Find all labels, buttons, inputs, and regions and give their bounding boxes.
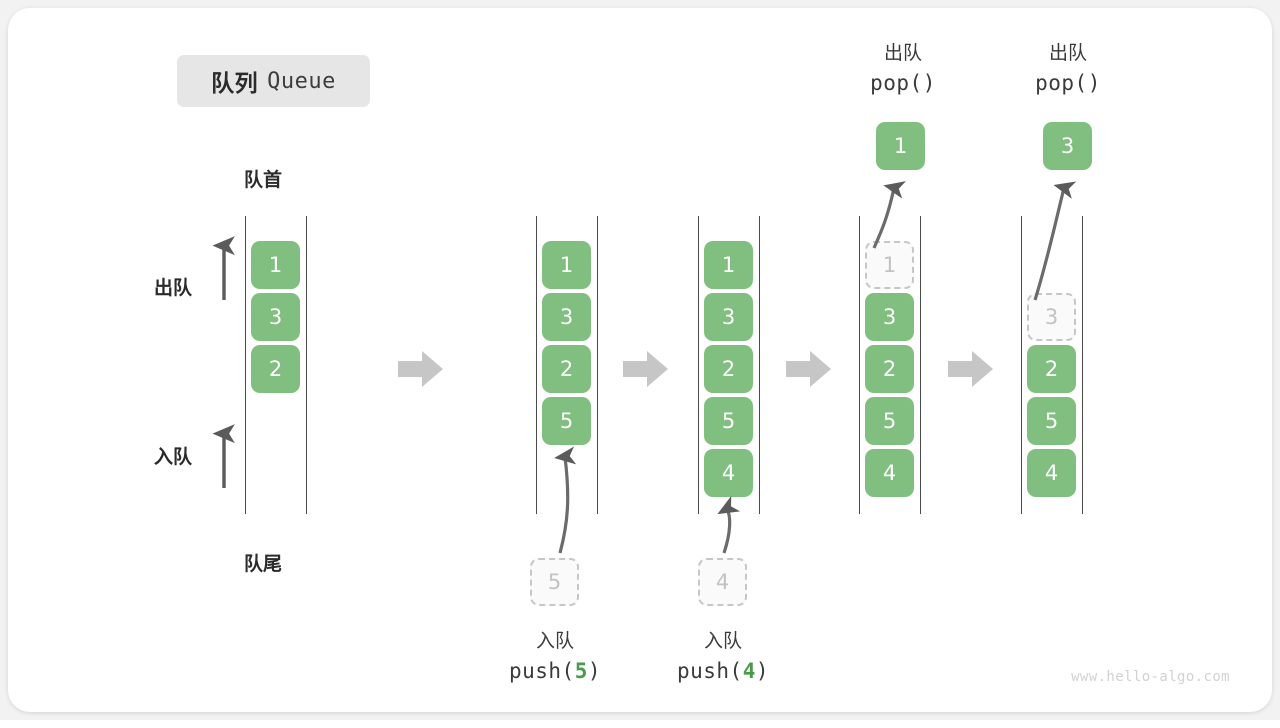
queue-cell: 5	[1027, 397, 1076, 445]
queue-cell: 1	[704, 241, 753, 289]
queue-head-label: 队首	[244, 169, 283, 191]
operation-fn: push(	[676, 658, 743, 683]
title-english: Queue	[267, 68, 336, 94]
title-chinese: 队列	[211, 71, 259, 97]
queue-channel-push-5: 1 3 2 5	[536, 216, 598, 514]
queue-cell-new: 5	[542, 397, 591, 445]
operation-label-pop-3: 出队 pop()	[978, 40, 1158, 98]
operation-fn-close: )	[587, 658, 602, 683]
dequeue-direction-label: 出队	[154, 277, 193, 299]
operation-code: push(5)	[445, 656, 665, 686]
operation-name: 入队	[703, 630, 742, 652]
channel-rail-left	[245, 216, 246, 514]
channel-rail-right	[306, 216, 307, 514]
queue-cell: 4	[1027, 449, 1076, 497]
channel-rail-right	[1082, 216, 1083, 514]
queue-cell: 2	[704, 345, 753, 393]
popped-value-cell: 3	[1043, 122, 1092, 170]
operation-fn-close: )	[1087, 70, 1101, 95]
operation-code: pop()	[813, 68, 993, 98]
operation-arg: 5	[574, 658, 588, 683]
queue-cell: 2	[542, 345, 591, 393]
operation-name: 出队	[1048, 42, 1087, 64]
push-flow-arrow-4	[717, 495, 741, 554]
operation-name: 出队	[883, 42, 922, 64]
channel-rail-right	[759, 216, 760, 514]
queue-channel-pop-1: 1 3 2 5 4	[859, 216, 921, 514]
queue-cell: 1	[251, 241, 300, 289]
queue-cell: 3	[542, 293, 591, 341]
channel-rail-left	[536, 216, 537, 514]
operation-label-pop-1: 出队 pop()	[813, 40, 993, 98]
channel-rail-left	[1021, 216, 1022, 514]
queue-channel-pop-3: 3 2 5 4	[1021, 216, 1083, 514]
operation-code: pop()	[978, 68, 1158, 98]
site-watermark: www.hello-algo.com	[1071, 669, 1230, 685]
enqueue-direction-label: 入队	[154, 446, 193, 468]
step-arrow-icon	[398, 351, 443, 387]
queue-cell: 2	[865, 345, 914, 393]
queue-cell: 3	[865, 293, 914, 341]
queue-cell: 1	[542, 241, 591, 289]
operation-label-push-5: 入队 push(5)	[445, 628, 665, 686]
operation-fn-close: )	[755, 658, 770, 683]
queue-cell: 5	[865, 397, 914, 445]
operation-name: 入队	[535, 630, 574, 652]
queue-cell: 5	[704, 397, 753, 445]
queue-cell: 4	[865, 449, 914, 497]
operation-fn: pop(	[1035, 70, 1088, 95]
channel-rail-left	[698, 216, 699, 514]
outgoing-ghost-cell: 3	[1027, 293, 1076, 341]
queue-channel-push-4: 1 3 2 5 4	[698, 216, 760, 514]
queue-channel-initial: 1 3 2	[245, 216, 307, 514]
queue-cell: 3	[704, 293, 753, 341]
queue-cell: 2	[1027, 345, 1076, 393]
operation-fn-close: )	[922, 70, 936, 95]
step-arrow-icon	[786, 351, 831, 387]
step-arrow-icon	[948, 351, 993, 387]
channel-rail-right	[920, 216, 921, 514]
operation-arg: 4	[742, 658, 756, 683]
incoming-ghost-cell: 4	[698, 558, 747, 606]
outgoing-ghost-cell: 1	[865, 241, 914, 289]
queue-cell: 3	[251, 293, 300, 341]
operation-label-push-4: 入队 push(4)	[613, 628, 833, 686]
diagram-title-badge: 队列 Queue	[177, 55, 370, 107]
queue-cell-new: 4	[704, 449, 753, 497]
incoming-ghost-cell: 5	[530, 558, 579, 606]
operation-code: push(4)	[613, 656, 833, 686]
queue-tail-label: 队尾	[244, 553, 283, 575]
step-arrow-icon	[623, 351, 668, 387]
popped-value-cell: 1	[876, 122, 925, 170]
operation-fn: pop(	[870, 70, 923, 95]
operation-fn: push(	[508, 658, 575, 683]
channel-rail-left	[859, 216, 860, 514]
channel-rail-right	[597, 216, 598, 514]
queue-cell: 2	[251, 345, 300, 393]
diagram-card: 队列 Queue 队首 队尾 出队 入队 1 3 2 1 3 2 5 5 入队 …	[8, 8, 1272, 712]
